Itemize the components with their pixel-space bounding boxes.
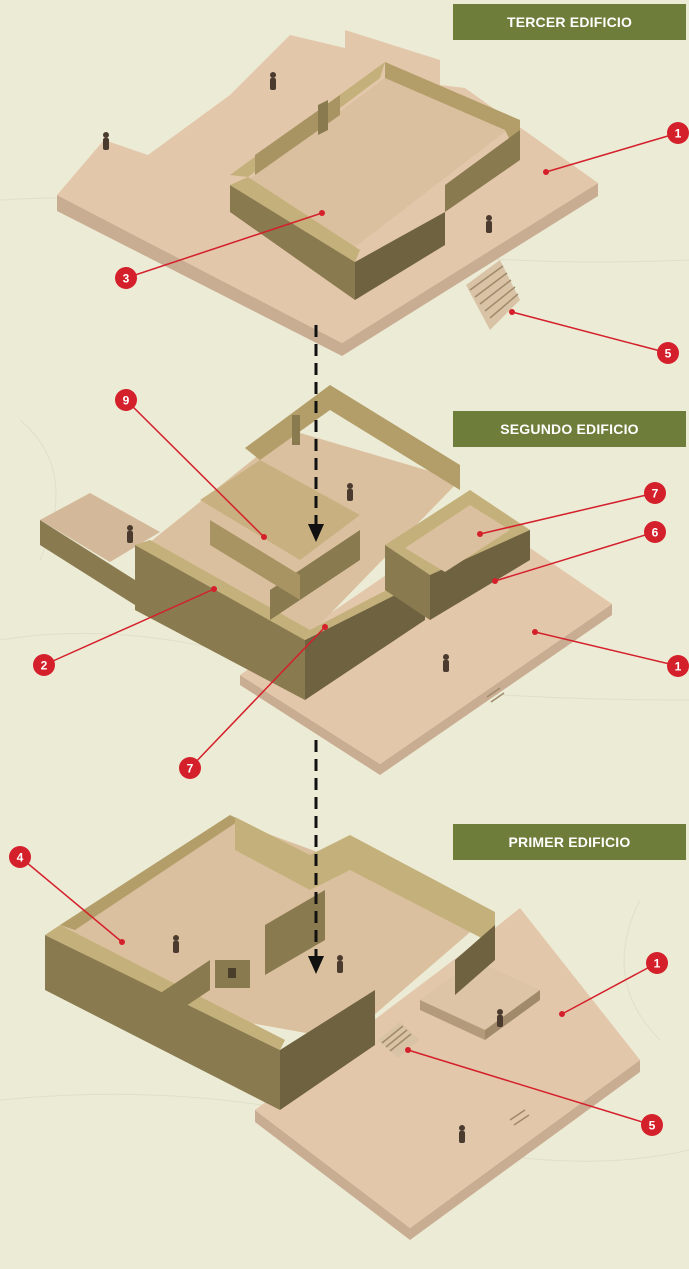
first-building-inner-wall-a <box>265 890 325 975</box>
marker-bot-1: 1 <box>646 952 668 974</box>
third-building <box>57 30 598 356</box>
marker-label: 1 <box>675 660 682 674</box>
marker-mid-7b: 7 <box>179 757 201 779</box>
second-building-inner-wall-c <box>210 520 300 600</box>
marker-mid-7a: 7 <box>644 482 666 504</box>
second-building-slab <box>240 545 612 764</box>
marker-label: 2 <box>41 659 48 673</box>
first-building-platform-side-right <box>485 990 540 1040</box>
second-building-pillar <box>292 415 300 445</box>
second-building-wall-front-right <box>305 580 425 700</box>
first-building-platform-top <box>420 960 540 1030</box>
second-building-wall-back <box>245 385 460 490</box>
second-building-inner-room-a <box>200 460 360 560</box>
marker-label: 1 <box>654 957 661 971</box>
first-building-wall-back <box>60 815 240 930</box>
second-building-right-room-front <box>385 545 430 620</box>
marker-top-5: 5 <box>657 342 679 364</box>
third-building-stairs <box>466 260 520 330</box>
second-building-banner: SEGUNDO EDIFICIO <box>453 411 686 447</box>
first-building <box>45 815 640 1240</box>
marker-top-1: 1 <box>667 122 689 144</box>
marker-label: 7 <box>652 487 659 501</box>
marker-label: 1 <box>675 127 682 141</box>
second-building-wall-top-front <box>135 540 310 640</box>
marker-mid-1: 1 <box>667 655 689 677</box>
third-building-courtyard-floor <box>235 78 510 247</box>
second-building-right-room-side <box>430 530 530 620</box>
second-building-left-wing-side <box>40 520 135 605</box>
second-building-slab-side <box>240 604 612 775</box>
marker-bot-5: 5 <box>641 1114 663 1136</box>
dashed-down-arrow-icon <box>308 740 324 974</box>
first-building-wall-right-side <box>455 925 495 995</box>
third-building-wall-inner-stub <box>318 100 328 135</box>
marker-label: 4 <box>17 851 24 865</box>
first-building-slab <box>255 908 640 1228</box>
second-building-step <box>486 687 505 703</box>
first-building-banner: PRIMER EDIFICIO <box>453 824 686 860</box>
marker-label: 9 <box>123 394 130 408</box>
walking-person-icon <box>103 72 492 233</box>
third-building-wall-front-right <box>355 212 445 300</box>
second-building-right-room-inner <box>405 505 510 572</box>
first-building-platform-side <box>420 1000 485 1040</box>
marker-bot-4: 4 <box>9 846 31 868</box>
first-building-wall-front-right <box>280 990 375 1110</box>
first-building-niche-opening <box>228 968 236 978</box>
first-building-inner-wall-b <box>150 960 210 1030</box>
second-building <box>40 385 612 775</box>
first-building-slab-side <box>255 1060 640 1240</box>
marker-mid-6: 6 <box>644 521 666 543</box>
third-building-wall-right-stub <box>445 130 520 212</box>
marker-label: 5 <box>649 1119 656 1133</box>
marker-label: 5 <box>665 347 672 361</box>
walking-person-icon <box>173 935 503 1143</box>
walking-person-icon <box>127 483 449 672</box>
first-building-stairs <box>378 1022 420 1058</box>
leader-lines <box>19 132 679 1126</box>
third-building-wall-top-left <box>230 177 360 262</box>
second-building-left-wing-top <box>40 493 160 562</box>
marker-label: 7 <box>187 762 194 776</box>
first-building-wall-top-front <box>45 925 285 1050</box>
marker-label: 6 <box>652 526 659 540</box>
first-building-step <box>509 1109 530 1126</box>
dashed-down-arrow-icon <box>308 325 324 542</box>
marker-label: 3 <box>123 272 130 286</box>
marker-mid-2: 2 <box>33 654 55 676</box>
third-building-wall-back-right <box>385 62 520 160</box>
third-building-wall-front-left <box>230 185 355 300</box>
second-building-inner-room-b <box>270 530 360 620</box>
marker-top-3: 3 <box>115 267 137 289</box>
leader-endpoints <box>119 169 565 1053</box>
first-building-wall-front-left <box>45 935 280 1110</box>
marker-mid-9: 9 <box>115 389 137 411</box>
third-building-banner: TERCER EDIFICIO <box>453 4 686 40</box>
second-building-wall-front-left <box>135 545 305 700</box>
